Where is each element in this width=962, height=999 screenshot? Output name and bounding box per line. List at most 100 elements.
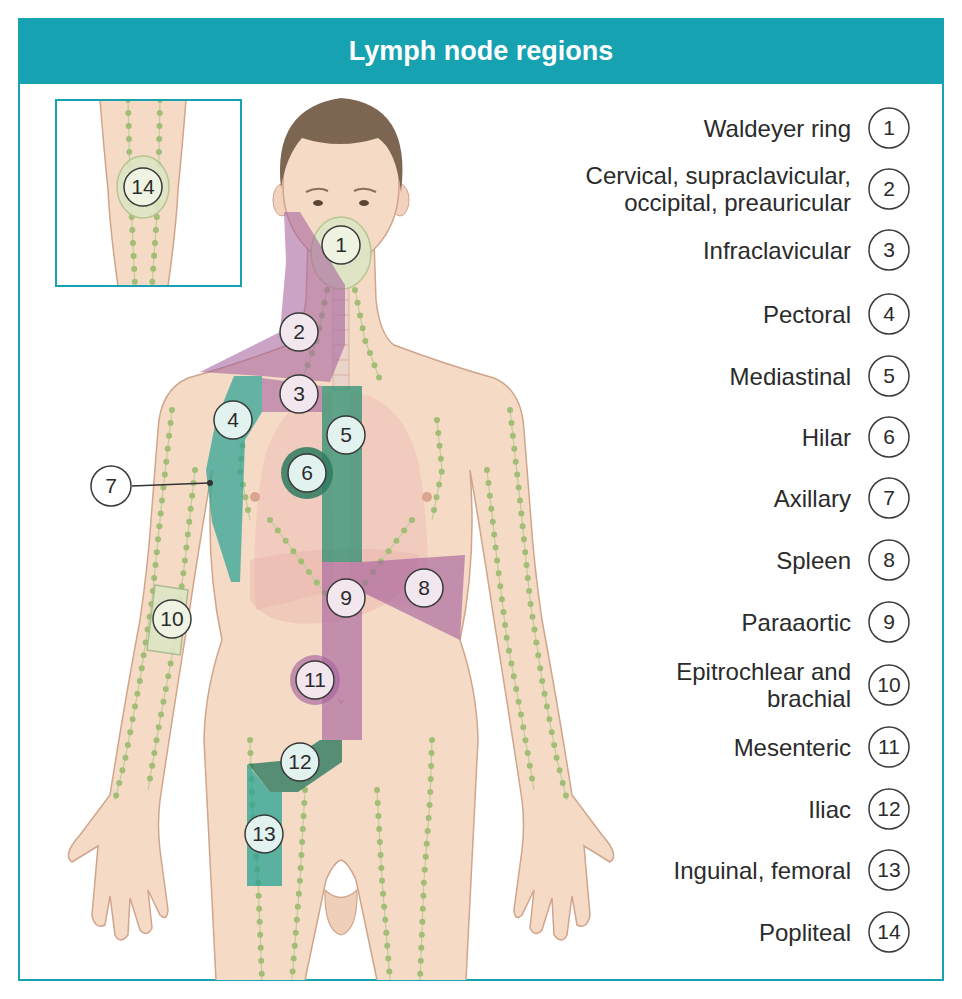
circle-shape — [869, 727, 909, 767]
callout-number: 1 — [868, 107, 910, 149]
region-mesenteric — [290, 655, 340, 705]
callout-number: 3 — [279, 374, 319, 414]
callout-circle: 14 — [868, 911, 910, 953]
circle-shape — [296, 661, 334, 699]
circle-shape — [280, 313, 318, 351]
callout-circle: 12 — [280, 742, 320, 782]
region-name: Inguinal, femoral — [521, 857, 851, 884]
callout-circle: 3 — [868, 229, 910, 271]
callout-number: 11 — [295, 660, 335, 700]
callout-circle: 6 — [287, 453, 327, 493]
circle-shape — [869, 912, 909, 952]
callout-circle: 8 — [404, 568, 444, 608]
circle-shape — [281, 743, 319, 781]
callout-circle: 9 — [868, 601, 910, 643]
callout-circle: 5 — [326, 415, 366, 455]
region-name: Mesenteric — [521, 734, 851, 761]
circle-shape — [869, 230, 909, 270]
callout-circle: 1 — [868, 107, 910, 149]
inset-frame — [56, 100, 241, 286]
region-hilar — [281, 447, 333, 499]
eyebrows — [306, 189, 376, 192]
genitals — [325, 890, 357, 935]
knee — [100, 101, 186, 285]
callout-number: 10 — [868, 664, 910, 706]
title-bar — [18, 18, 944, 84]
callout-circle: 12 — [868, 788, 910, 830]
circle-shape — [869, 789, 909, 829]
callout-circle: 13 — [868, 849, 910, 891]
circle-shape — [327, 579, 365, 617]
region-name: Popliteal — [521, 919, 851, 946]
nipple — [422, 492, 432, 502]
region-name: Axillary — [521, 485, 851, 512]
region-name: Paraaortic — [521, 609, 851, 636]
callout-circle: 3 — [279, 374, 319, 414]
callout-circle: 9 — [326, 578, 366, 618]
callout-circle: 4 — [868, 293, 910, 335]
callout-number: 4 — [868, 293, 910, 335]
circle-shape — [288, 454, 326, 492]
callout-number: 8 — [404, 568, 444, 608]
circle-shape — [91, 466, 131, 506]
region-name: Spleen — [521, 547, 851, 574]
eye — [313, 200, 323, 206]
hair — [280, 98, 403, 192]
title-text: Lymph node regions — [349, 36, 614, 67]
callout-circle: 10 — [868, 664, 910, 706]
inset — [56, 100, 241, 286]
callout-circle: 10 — [152, 599, 192, 639]
callout-number: 4 — [213, 400, 253, 440]
leader-dot — [207, 480, 213, 486]
callout-number: 7 — [90, 465, 132, 507]
circle-shape — [214, 401, 252, 439]
circle-shape — [869, 540, 909, 580]
callout-number: 6 — [287, 453, 327, 493]
callout-circle: 11 — [868, 726, 910, 768]
callout-number: 11 — [868, 726, 910, 768]
circle-shape — [405, 569, 443, 607]
circle-shape — [869, 602, 909, 642]
diagram-title: Lymph node regions — [18, 18, 944, 84]
lymph-vessels — [115, 290, 567, 980]
callout-circle: 2 — [279, 312, 319, 352]
circle-shape — [869, 294, 909, 334]
outer-frame — [19, 19, 943, 980]
callout-number: 3 — [868, 229, 910, 271]
callout-number: 14 — [123, 167, 163, 207]
circle-shape — [869, 665, 909, 705]
callout-number: 10 — [152, 599, 192, 639]
circle-shape — [245, 815, 283, 853]
region-name: Cervical, supraclavicular, occipital, pr… — [521, 162, 851, 216]
circle-shape — [322, 226, 360, 264]
regions — [147, 212, 465, 886]
callout-number: 5 — [868, 355, 910, 397]
vessel-line — [302, 290, 567, 980]
circle-shape — [869, 356, 909, 396]
callout-circle: 1 — [321, 225, 361, 265]
callout-number: 8 — [868, 539, 910, 581]
region-name: Infraclavicular — [521, 237, 851, 264]
region-pectoral-axillary — [206, 376, 262, 582]
callout-circle: 6 — [868, 416, 910, 458]
circle-shape — [280, 375, 318, 413]
callout-circle: 5 — [868, 355, 910, 397]
region-name: Hilar — [521, 424, 851, 451]
axillary-leader — [132, 480, 213, 486]
region-spleen — [362, 555, 465, 640]
region-name: Iliac — [521, 796, 851, 823]
region-name: Pectoral — [521, 301, 851, 328]
callout-circle: 8 — [868, 539, 910, 581]
callout-number: 2 — [279, 312, 319, 352]
callout-circle: 7 — [868, 477, 910, 519]
callout-number: 7 — [868, 477, 910, 519]
callout-number: 9 — [326, 578, 366, 618]
inset-background — [56, 100, 241, 286]
eye — [359, 200, 369, 206]
circle-shape — [327, 416, 365, 454]
circle-shape — [153, 600, 191, 638]
callout-circle: 7 — [90, 465, 132, 507]
callout-number: 5 — [326, 415, 366, 455]
